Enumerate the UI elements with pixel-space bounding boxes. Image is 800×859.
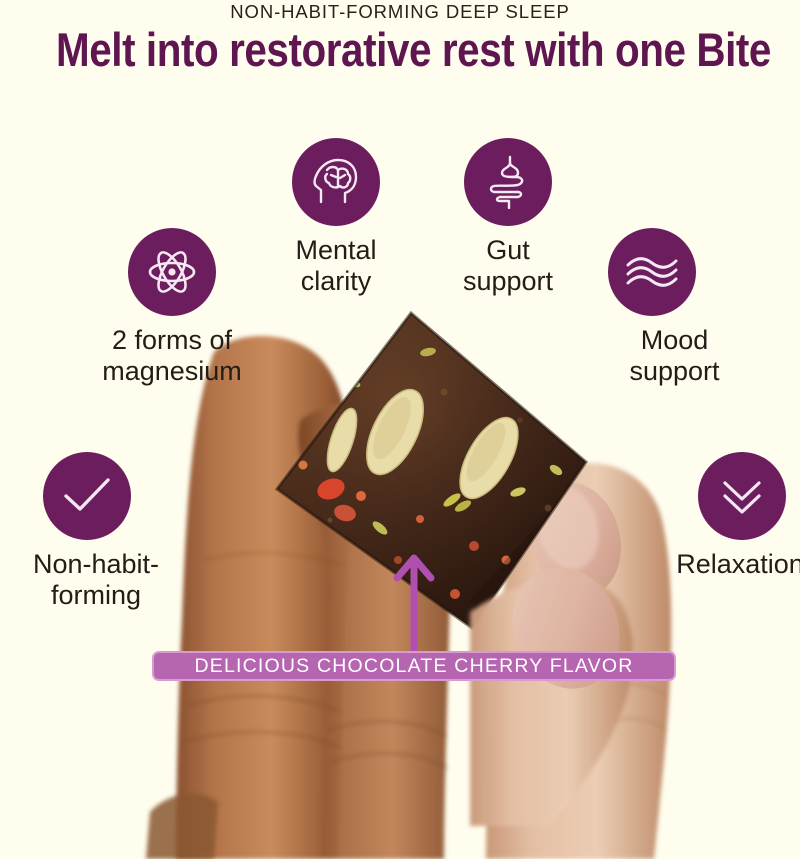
eyebrow-text: NON-HABIT-FORMING DEEP SLEEP — [230, 1, 570, 22]
feature-gut-support: Gut support — [398, 138, 618, 296]
arrow-up-icon — [393, 554, 435, 662]
double-chevron-down-icon — [698, 452, 786, 540]
feature-relaxation: Relaxation — [620, 452, 800, 580]
flavor-banner-text: DELICIOUS CHOCOLATE CHERRY FLAVOR — [194, 654, 634, 677]
feature-label: Gut support — [462, 235, 554, 296]
waves-icon — [608, 228, 696, 316]
feature-magnesium: 2 forms of magnesium — [42, 228, 302, 386]
feature-label: Relaxation — [676, 549, 800, 579]
checkmark-icon — [43, 452, 131, 540]
feature-mental-clarity: Mental clarity — [226, 138, 446, 296]
feature-label: Non-habit- forming — [32, 549, 160, 610]
feature-mood-support: Mood support — [552, 228, 797, 386]
feature-label: Mood support — [629, 325, 720, 386]
feature-non-habit-forming: Non-habit- forming — [0, 452, 206, 610]
feature-label: Mental clarity — [295, 235, 377, 296]
brain-head-icon — [292, 138, 380, 226]
intestine-icon — [464, 138, 552, 226]
flavor-banner: DELICIOUS CHOCOLATE CHERRY FLAVOR — [152, 651, 676, 681]
page-title: Melt into restorative rest with one Bite — [56, 23, 771, 76]
atom-icon — [128, 228, 216, 316]
feature-label: 2 forms of magnesium — [102, 325, 242, 386]
